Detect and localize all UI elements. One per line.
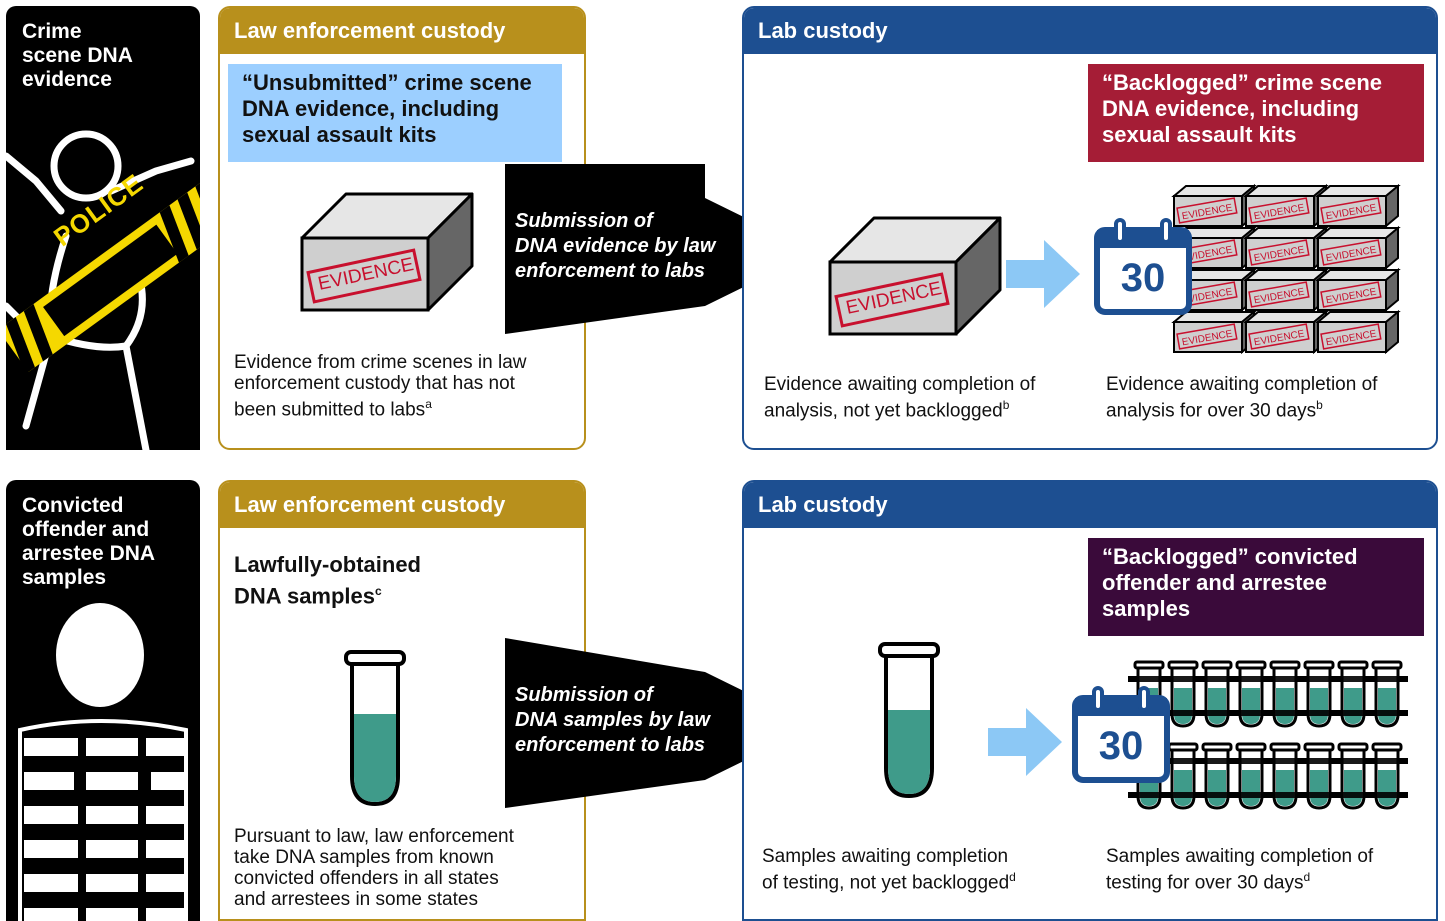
submission-arrow: [505, 164, 815, 334]
lab-description-not-backlogged: Samples awaiting completion of testing, …: [762, 846, 1016, 894]
evidence-box: EVIDENCE: [1243, 183, 1329, 229]
evidence-box: EVIDENCE: [1315, 225, 1401, 271]
lab-description-not-backlogged: Evidence awaiting completion of analysis…: [764, 374, 1036, 422]
submission-arrow: [505, 638, 815, 808]
lab-description-backlogged: Samples awaiting completion of testing f…: [1106, 846, 1374, 894]
evidence-box-icon: [828, 216, 1002, 336]
le-description: Evidence from crime scenes in law enforc…: [234, 352, 527, 421]
panel-header: Law enforcement custody: [220, 482, 584, 528]
crime-scene-sidebar: POLICE Crime scene DNA evidence: [6, 6, 200, 450]
law-enforcement-panel: Law enforcement custody Lawfully-obtaine…: [218, 480, 586, 921]
evidence-box: EVIDENCE: [1243, 225, 1329, 271]
lab-custody-panel: Lab custody “Backlogged” convicted offen…: [742, 480, 1438, 921]
right-arrow-icon: [1006, 240, 1080, 308]
evidence-box: EVIDENCE: [1315, 267, 1401, 313]
submission-arrow-label: Submission of DNA evidence by law enforc…: [515, 210, 716, 282]
submission-arrow-label: Submission of DNA samples by law enforce…: [515, 684, 710, 756]
calendar-icon: [1072, 686, 1170, 783]
evidence-box: EVIDENCE: [1243, 267, 1329, 313]
panel-header: Lab custody: [744, 482, 1436, 528]
evidence-box: EVIDENCE: [1171, 309, 1257, 355]
calendar-number: 30: [1098, 724, 1144, 768]
le-description: Pursuant to law, law enforcement take DN…: [234, 826, 514, 910]
offender-sidebar: Convicted offender and arrestee DNA samp…: [6, 480, 200, 921]
evidence-box: EVIDENCE: [1315, 309, 1401, 355]
prisoner-icon: [16, 603, 188, 921]
evidence-box: EVIDENCE: [1171, 225, 1257, 271]
backlogged-callout: “Backlogged” convicted offender and arre…: [1088, 538, 1424, 636]
panel-header: Lab custody: [744, 8, 1436, 54]
backlogged-callout: “Backlogged” crime scene DNA evidence, i…: [1088, 64, 1424, 162]
sidebar-title: Convicted offender and arrestee DNA samp…: [22, 494, 156, 589]
test-tube-icon: [878, 642, 940, 799]
sidebar-title: Crime scene DNA evidence: [22, 20, 133, 91]
test-tube-icon: [344, 650, 406, 807]
right-arrow-icon: [988, 708, 1062, 776]
panel-header: Law enforcement custody: [220, 8, 584, 54]
test-tube-rack-icon: [1128, 660, 1408, 810]
calendar-number: 30: [1120, 256, 1166, 300]
unsubmitted-callout: “Unsubmitted” crime scene DNA evidence, …: [228, 64, 562, 162]
law-enforcement-panel: Law enforcement custody “Unsubmitted” cr…: [218, 6, 586, 450]
police-tape-figure-icon: [6, 130, 200, 450]
lab-description-backlogged: Evidence awaiting completion of analysis…: [1106, 374, 1378, 422]
evidence-box: EVIDENCE: [1243, 309, 1329, 355]
lab-custody-panel: Lab custody “Backlogged” crime scene DNA…: [742, 6, 1438, 450]
evidence-box: EVIDENCE: [1315, 183, 1401, 229]
lawfully-obtained-callout: Lawfully-obtained DNA samplesc: [234, 552, 421, 609]
evidence-box-icon: [300, 192, 474, 312]
calendar-icon: [1094, 218, 1192, 315]
